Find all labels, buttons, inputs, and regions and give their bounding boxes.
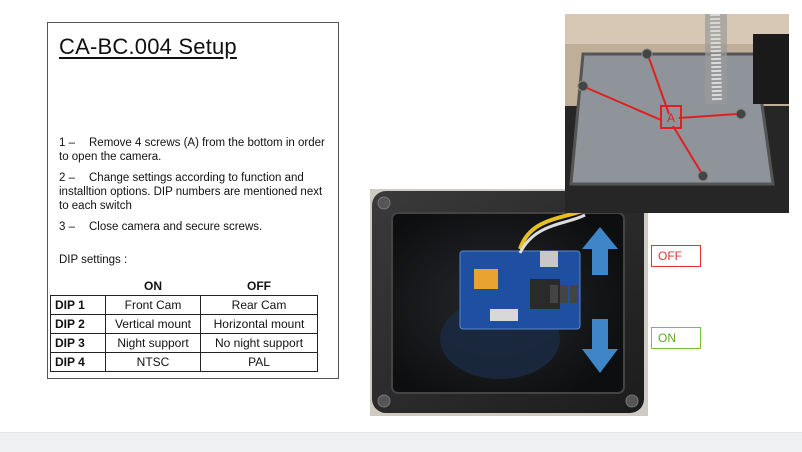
table-row: DIP 2 Vertical mount Horizontal mount bbox=[50, 314, 318, 334]
camera-bottom-photo: A bbox=[565, 14, 789, 213]
setup-panel: CA-BC.004 Setup 1 –Remove 4 screws (A) f… bbox=[47, 22, 339, 379]
table-header-row: ON OFF bbox=[51, 277, 318, 296]
table-cell: No night support bbox=[200, 333, 318, 353]
bottom-strip bbox=[0, 432, 802, 452]
table-header-cell: ON bbox=[144, 279, 162, 293]
step-text: Change settings according to function an… bbox=[59, 172, 323, 212]
dip-switch-block bbox=[550, 285, 578, 303]
step-3: 3 – Close camera and secure screws. bbox=[59, 220, 329, 234]
screw-hole-icon bbox=[377, 196, 391, 210]
arrow-up-icon bbox=[582, 227, 618, 275]
step-number: 2 – bbox=[59, 172, 75, 184]
table-cell: NTSC bbox=[105, 352, 201, 372]
table-cell: Vertical mount bbox=[105, 314, 201, 334]
screw-icon bbox=[641, 48, 653, 60]
screw-icon bbox=[735, 108, 747, 120]
table-cell: DIP 2 bbox=[50, 314, 106, 334]
screw-icon bbox=[697, 170, 709, 182]
off-label: OFF bbox=[651, 245, 701, 267]
screw-hole-icon bbox=[625, 394, 639, 408]
screw-hole-icon bbox=[377, 394, 391, 408]
table-cell: DIP 1 bbox=[50, 295, 106, 315]
screw-pointer-lines bbox=[586, 57, 738, 173]
screw-icon bbox=[577, 80, 589, 92]
step-text: Remove 4 screws (A) from the bottom in o… bbox=[59, 137, 325, 163]
table-cell: Horizontal mount bbox=[200, 314, 318, 334]
step-2: 2 –Change settings according to function… bbox=[59, 171, 329, 213]
arrow-down-icon bbox=[582, 319, 618, 373]
table-row: DIP 4 NTSC PAL bbox=[50, 352, 318, 372]
on-label: ON bbox=[651, 327, 701, 349]
table-cell: Night support bbox=[105, 333, 201, 353]
steps-list: 1 –Remove 4 screws (A) from the bottom i… bbox=[59, 136, 329, 241]
step-number: 3 – bbox=[59, 221, 75, 233]
marker-a-label: A bbox=[667, 111, 675, 125]
table-row: DIP 1 Front Cam Rear Cam bbox=[50, 295, 318, 315]
marker-a-box bbox=[660, 105, 682, 129]
table-header-cell: OFF bbox=[247, 279, 271, 293]
table-cell: PAL bbox=[200, 352, 318, 372]
table-row: DIP 3 Night support No night support bbox=[50, 333, 318, 353]
table-cell: DIP 4 bbox=[50, 352, 106, 372]
camera-board-photo bbox=[370, 189, 648, 416]
table-cell: Front Cam bbox=[105, 295, 201, 315]
table-header-cell bbox=[51, 277, 106, 296]
page-title: CA-BC.004 Setup bbox=[59, 34, 237, 59]
dip-settings-table: ON OFF DIP 1 Front Cam Rear Cam DIP 2 Ve… bbox=[50, 277, 318, 372]
table-cell: DIP 3 bbox=[50, 333, 106, 353]
dip-settings-label: DIP settings : bbox=[59, 254, 128, 266]
circuit-board bbox=[459, 250, 581, 330]
table-cell: Rear Cam bbox=[200, 295, 318, 315]
step-text: Close camera and secure screws. bbox=[89, 221, 263, 233]
step-1: 1 –Remove 4 screws (A) from the bottom i… bbox=[59, 136, 329, 164]
step-number: 1 – bbox=[59, 137, 75, 149]
